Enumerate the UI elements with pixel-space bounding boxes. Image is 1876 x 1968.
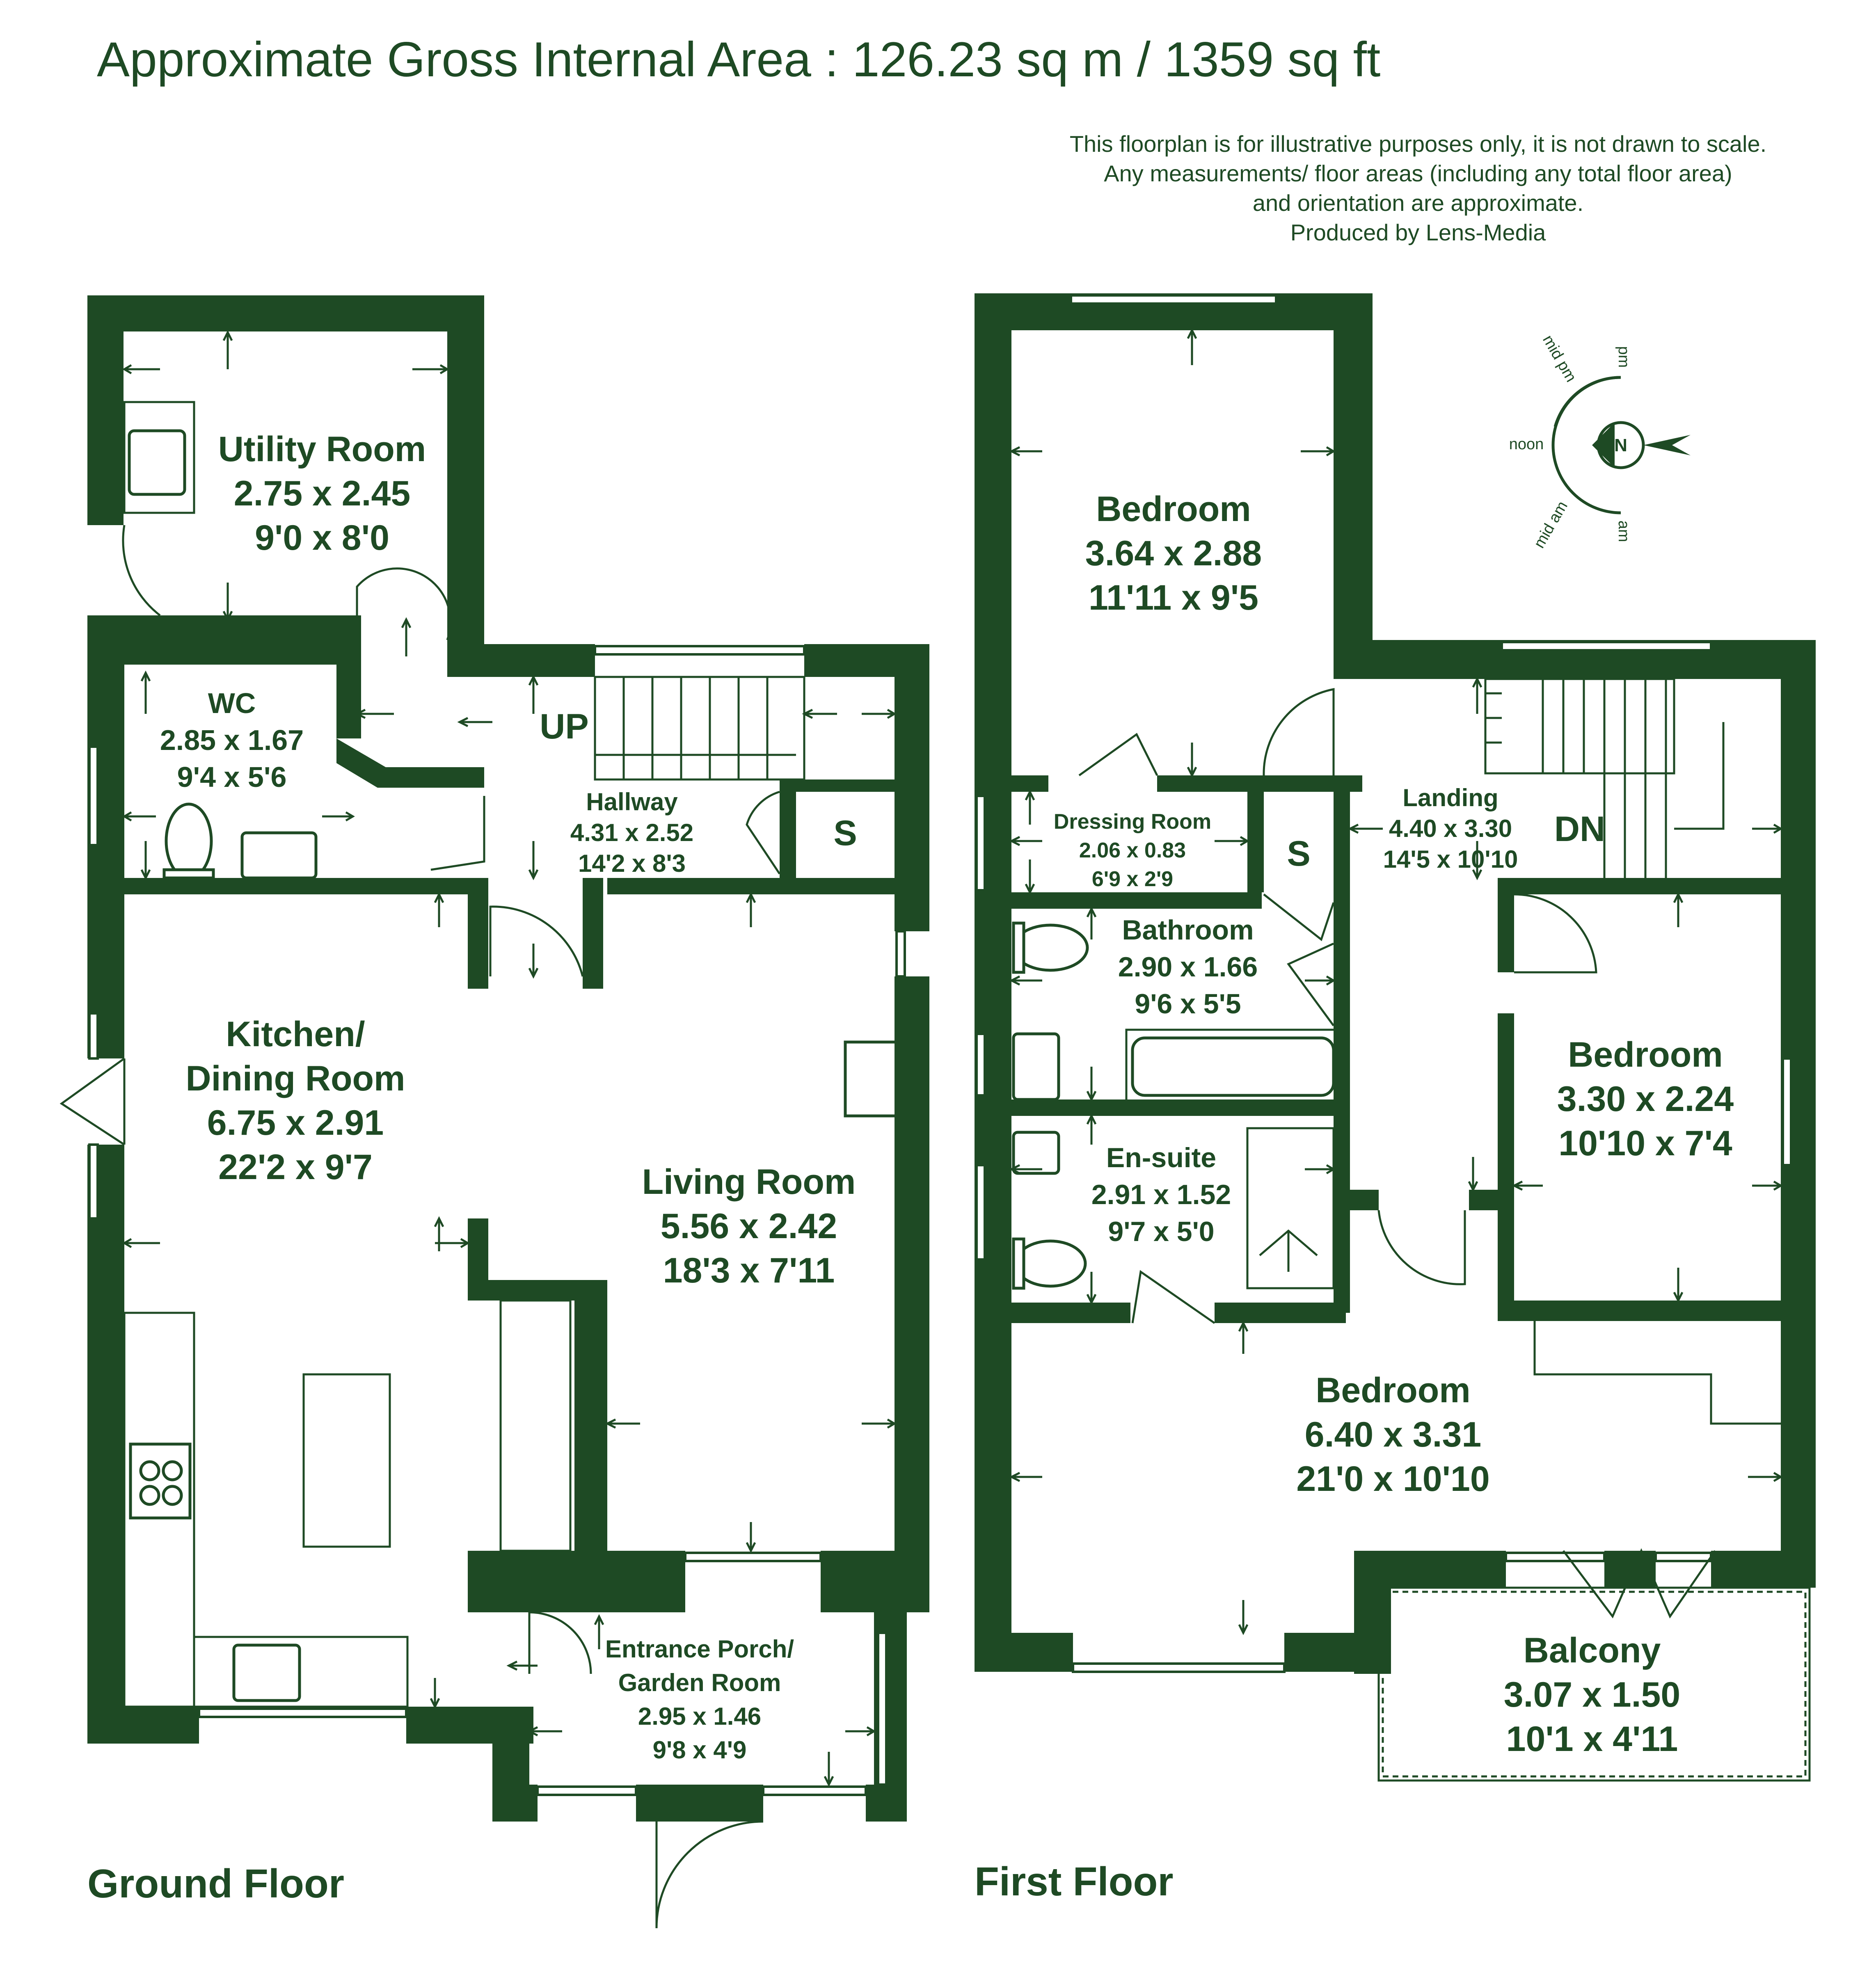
svg-text:6.40 x 3.31: 6.40 x 3.31	[1305, 1415, 1481, 1454]
ground-floor-doors	[59, 525, 781, 1929]
svg-text:4.31 x 2.52: 4.31 x 2.52	[570, 819, 693, 846]
ground-floor-walls	[87, 295, 929, 1822]
first-floor-fixtures	[1012, 921, 1781, 1425]
svg-text:2.90 x 1.66: 2.90 x 1.66	[1118, 951, 1258, 983]
svg-text:Utility Room: Utility Room	[218, 430, 426, 469]
compass-left-pointer	[1592, 423, 1615, 468]
svg-text:3.07 x 1.50: 3.07 x 1.50	[1504, 1675, 1680, 1714]
first-store-label: S	[1287, 834, 1310, 873]
utility-room-label: Utility Room 2.75 x 2.45 9'0 x 8'0	[218, 430, 426, 558]
svg-text:2.91 x 1.52: 2.91 x 1.52	[1091, 1179, 1231, 1210]
bedroom-2-label: Bedroom 3.30 x 2.24 10'10 x 7'4	[1557, 1035, 1734, 1163]
bedroom-3-label: Bedroom 6.40 x 3.31 21'0 x 10'10	[1296, 1371, 1489, 1499]
svg-text:9'4 x 5'6: 9'4 x 5'6	[177, 761, 287, 793]
svg-text:Balcony: Balcony	[1524, 1631, 1661, 1670]
kitchen-dining-label: Kitchen/ Dining Room 6.75 x 2.91 22'2 x …	[185, 1015, 405, 1187]
sun-compass: N noon pm mid pm mid am am	[1509, 332, 1691, 551]
svg-text:2.06 x 0.83: 2.06 x 0.83	[1079, 839, 1186, 862]
svg-text:22'2 x 9'7: 22'2 x 9'7	[218, 1147, 373, 1187]
ground-floor-windows	[88, 645, 906, 1796]
svg-text:Living Room: Living Room	[642, 1162, 856, 1202]
living-room-label: Living Room 5.56 x 2.42 18'3 x 7'11	[642, 1162, 856, 1290]
svg-text:5.56 x 2.42: 5.56 x 2.42	[661, 1207, 837, 1246]
compass-north-label: N	[1614, 435, 1627, 455]
svg-text:2.75 x 2.45: 2.75 x 2.45	[234, 474, 410, 513]
north-arrow-icon	[1643, 435, 1691, 455]
svg-text:Dining Room: Dining Room	[185, 1059, 405, 1098]
svg-text:Bathroom: Bathroom	[1122, 914, 1254, 946]
ground-store-label: S	[833, 814, 857, 853]
first-floor-dimension-arrows	[1009, 328, 1783, 1635]
svg-text:4.40 x 3.30: 4.40 x 3.30	[1389, 815, 1512, 842]
compass-mid-pm-label: mid pm	[1539, 332, 1580, 385]
ground-floor-fixtures	[123, 401, 895, 1708]
svg-text:9'8 x 4'9: 9'8 x 4'9	[653, 1736, 747, 1764]
entrance-porch-label: Entrance Porch/ Garden Room 2.95 x 1.46 …	[605, 1635, 794, 1764]
bedroom-1-label: Bedroom 3.64 x 2.88 11'11 x 9'5	[1085, 489, 1262, 617]
svg-text:Bedroom: Bedroom	[1315, 1371, 1470, 1410]
compass-mid-am-label: mid am	[1531, 498, 1571, 551]
compass-noon-label: noon	[1509, 436, 1544, 453]
svg-text:14'5 x 10'10: 14'5 x 10'10	[1383, 846, 1518, 873]
ground-floor-dimension-arrows	[122, 330, 897, 1787]
stairs-up-label: UP	[540, 707, 588, 746]
svg-text:9'7 x 5'0: 9'7 x 5'0	[1108, 1216, 1214, 1247]
svg-text:En-suite: En-suite	[1106, 1142, 1216, 1173]
svg-text:Bedroom: Bedroom	[1096, 489, 1251, 529]
svg-text:2.85 x 1.67: 2.85 x 1.67	[160, 724, 304, 756]
svg-text:21'0 x 10'10: 21'0 x 10'10	[1296, 1459, 1489, 1499]
ensuite-label: En-suite 2.91 x 1.52 9'7 x 5'0	[1091, 1142, 1231, 1247]
disclaimer-line-4: Produced by Lens-Media	[1290, 219, 1546, 245]
svg-text:9'6 x 5'5: 9'6 x 5'5	[1135, 988, 1241, 1019]
svg-text:6'9 x 2'9: 6'9 x 2'9	[1092, 867, 1173, 891]
first-floor-stairs	[1484, 678, 1725, 878]
first-floor-title: First Floor	[975, 1859, 1174, 1904]
balcony-label: Balcony 3.07 x 1.50 10'1 x 4'11	[1504, 1631, 1680, 1759]
svg-text:10'10 x 7'4: 10'10 x 7'4	[1558, 1124, 1732, 1163]
balcony-railing	[1377, 1586, 1811, 1782]
ground-floor-plan: Utility Room 2.75 x 2.45 9'0 x 8'0 WC 2.…	[59, 295, 929, 1929]
svg-text:9'0 x 8'0: 9'0 x 8'0	[255, 518, 389, 558]
first-floor-windows	[975, 294, 1792, 1673]
svg-text:2.95 x 1.46: 2.95 x 1.46	[638, 1703, 761, 1730]
svg-text:10'1 x 4'11: 10'1 x 4'11	[1506, 1719, 1678, 1759]
svg-text:18'3 x 7'11: 18'3 x 7'11	[663, 1251, 835, 1290]
svg-text:Dressing Room: Dressing Room	[1054, 810, 1211, 834]
ground-floor-title: Ground Floor	[87, 1861, 344, 1906]
svg-text:Garden Room: Garden Room	[618, 1669, 781, 1696]
svg-text:WC: WC	[208, 687, 256, 719]
disclaimer-line-3: and orientation are approximate.	[1253, 190, 1583, 216]
disclaimer-line-2: Any measurements/ floor areas (including…	[1104, 160, 1732, 186]
svg-text:3.30 x 2.24: 3.30 x 2.24	[1557, 1079, 1734, 1119]
compass-am-label: am	[1615, 521, 1632, 542]
svg-text:Kitchen/: Kitchen/	[226, 1015, 365, 1054]
first-floor-plan: Bedroom 3.64 x 2.88 11'11 x 9'5 Dressing…	[975, 293, 1816, 1904]
svg-text:Hallway: Hallway	[586, 788, 678, 816]
hallway-label: Hallway 4.31 x 2.52 14'2 x 8'3	[570, 788, 693, 877]
wc-label: WC 2.85 x 1.67 9'4 x 5'6	[160, 687, 304, 793]
stairs-down-label: DN	[1554, 809, 1605, 849]
disclaimer-line-1: This floorplan is for illustrative purpo…	[1070, 131, 1766, 157]
bathroom-label: Bathroom 2.90 x 1.66 9'6 x 5'5	[1118, 914, 1258, 1019]
compass-pm-label: pm	[1615, 346, 1632, 368]
ground-floor-stairs	[594, 676, 805, 781]
svg-text:14'2 x 8'3: 14'2 x 8'3	[578, 850, 686, 877]
svg-text:3.64 x 2.88: 3.64 x 2.88	[1085, 534, 1262, 573]
dressing-room-label: Dressing Room 2.06 x 0.83 6'9 x 2'9	[1054, 810, 1211, 891]
svg-text:Landing: Landing	[1402, 784, 1498, 811]
gross-area-title: Approximate Gross Internal Area : 126.23…	[97, 32, 1380, 87]
svg-text:6.75 x 2.91: 6.75 x 2.91	[207, 1103, 384, 1143]
landing-label: Landing 4.40 x 3.30 14'5 x 10'10	[1383, 784, 1518, 873]
svg-text:Bedroom: Bedroom	[1568, 1035, 1723, 1074]
svg-text:11'11 x 9'5: 11'11 x 9'5	[1089, 578, 1258, 617]
first-floor-doors	[1078, 688, 1716, 1619]
svg-text:Entrance Porch/: Entrance Porch/	[605, 1635, 794, 1663]
